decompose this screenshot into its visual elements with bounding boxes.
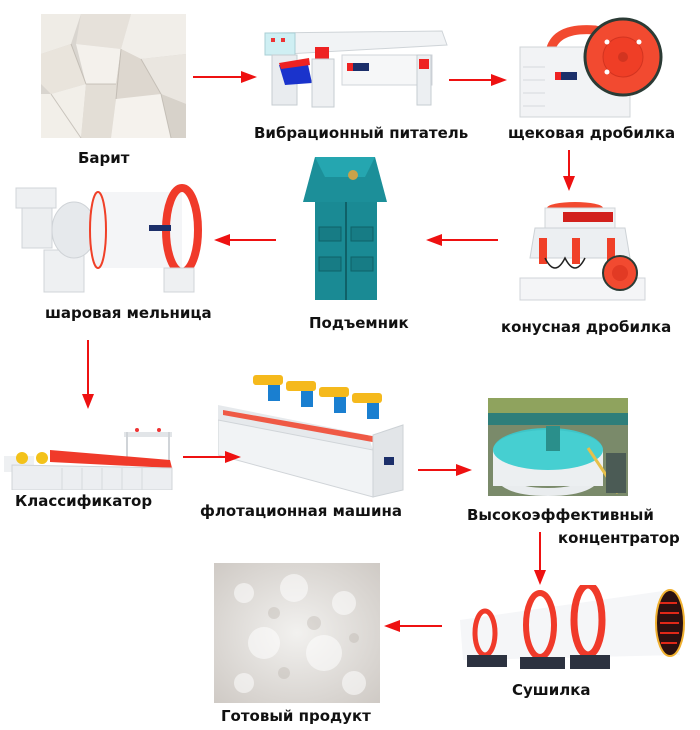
arrow-feeder-to-jaw bbox=[449, 74, 507, 86]
step-label-flotation-machine: флотационная машина bbox=[200, 502, 402, 520]
step-label-thickener-line1: Высокоэффективный bbox=[467, 506, 654, 524]
arrow-mill-to-classifier bbox=[82, 340, 94, 409]
step-label-thickener-line2: концентратор bbox=[558, 529, 680, 547]
barite-ore-image bbox=[41, 14, 186, 138]
arrow-dryer-to-product bbox=[384, 620, 442, 632]
arrow-classifier-to-flotation bbox=[183, 451, 241, 463]
arrow-thickener-to-dryer bbox=[534, 532, 546, 585]
spiral-classifier-image bbox=[2, 410, 174, 490]
step-label-vibrating-feeder: Вибрационный питатель bbox=[254, 124, 469, 142]
step-label-ball-mill: шаровая мельница bbox=[45, 304, 212, 322]
step-label-barite: Барит bbox=[78, 149, 130, 167]
step-label-cone-crusher: конусная дробилка bbox=[501, 318, 672, 336]
step-label-final-product: Готовый продукт bbox=[221, 707, 371, 725]
flotation-machine-image bbox=[218, 365, 408, 500]
step-label-classifier: Классификатор bbox=[15, 492, 153, 510]
arrow-barite-to-feeder bbox=[193, 71, 257, 83]
step-label-jaw-crusher: щековая дробилка bbox=[508, 124, 676, 142]
powder-product-image bbox=[214, 563, 380, 703]
thickener-image bbox=[488, 398, 628, 496]
cone-crusher-image bbox=[515, 198, 655, 308]
jaw-crusher-image bbox=[515, 12, 665, 122]
vibrating-feeder-image bbox=[257, 25, 457, 110]
bucket-elevator-image bbox=[295, 157, 390, 302]
arrow-jaw-to-cone bbox=[563, 150, 575, 191]
arrow-flotation-to-thickener bbox=[418, 464, 472, 476]
rotary-dryer-image bbox=[455, 585, 690, 675]
ball-mill-image bbox=[14, 180, 204, 295]
step-label-bucket-elevator: Подъемник bbox=[309, 314, 409, 332]
arrow-cone-to-elevator bbox=[426, 234, 498, 246]
step-label-dryer: Сушилка bbox=[512, 681, 591, 699]
arrow-elevator-to-mill bbox=[214, 234, 276, 246]
